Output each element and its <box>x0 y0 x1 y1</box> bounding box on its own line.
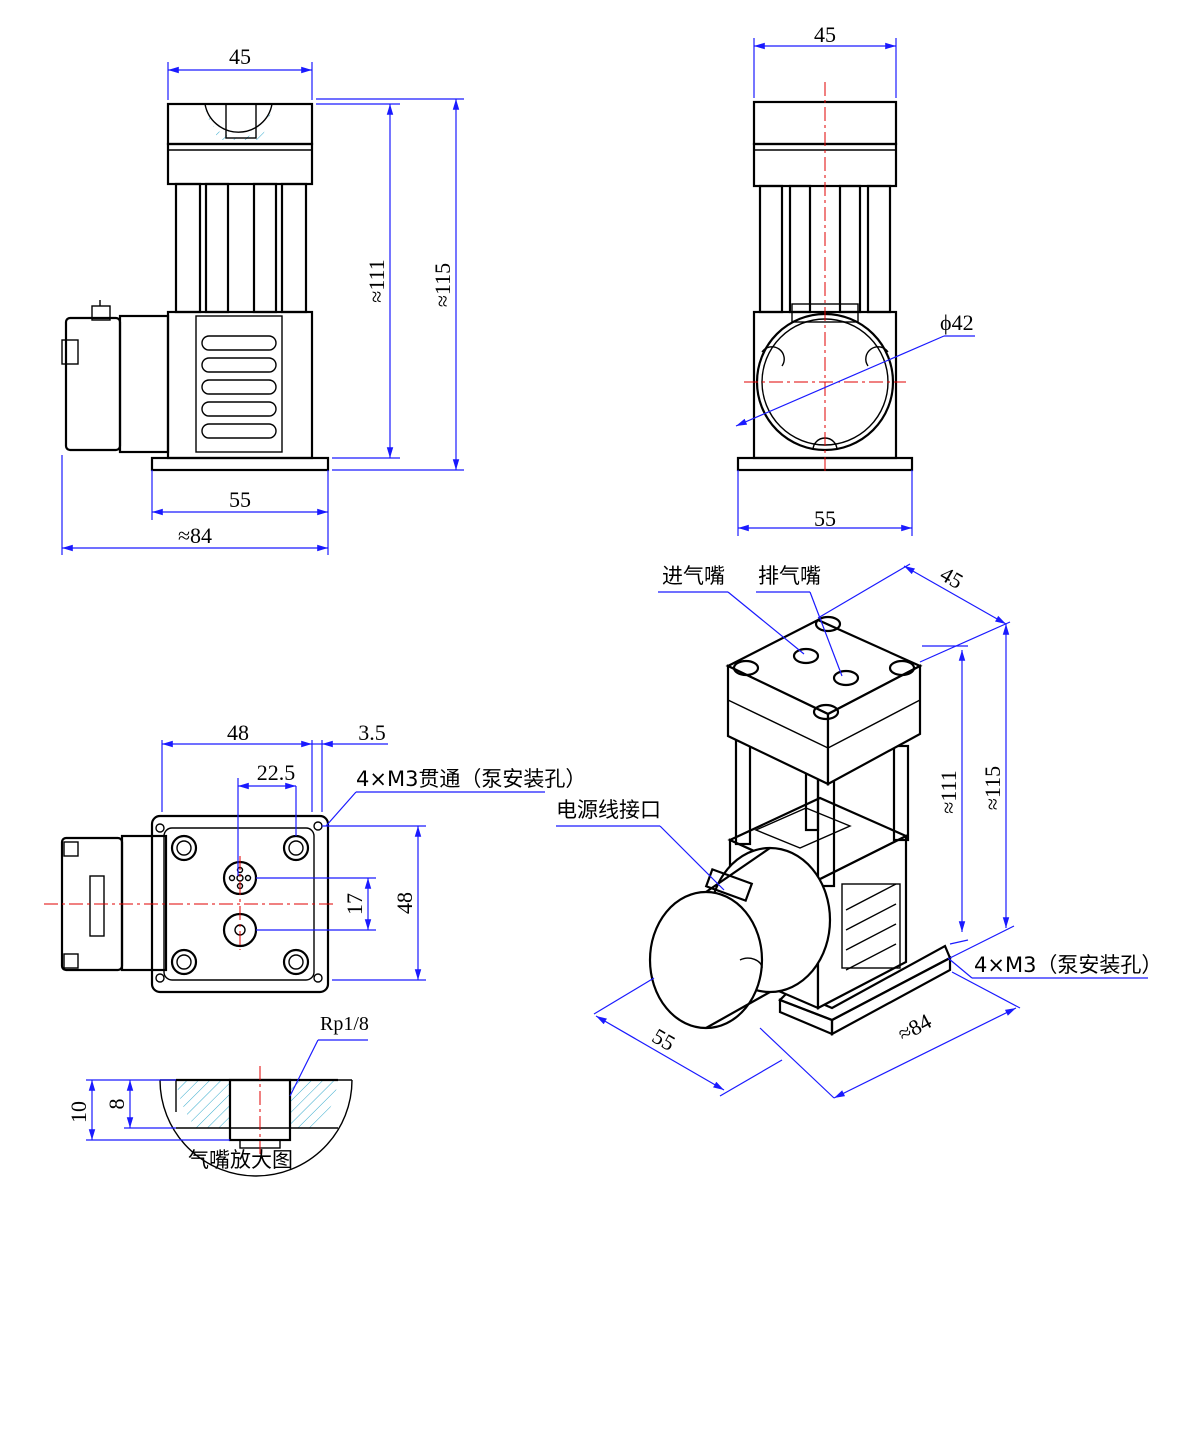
side-top-width: 45 <box>814 22 836 47</box>
bottom-hole-note: 4×M3贯通（泵安装孔） <box>356 767 586 791</box>
side-view: 45 ϕ42 55 <box>735 22 975 536</box>
front-top-width: 45 <box>229 44 251 69</box>
bottom-port-offset: 17 <box>342 893 367 915</box>
iso-mount-note: 4×M3（泵安装孔） <box>974 953 1162 977</box>
iso-inlet-label: 进气嘴 <box>662 564 725 588</box>
iso-outlet-label: 排气嘴 <box>758 564 821 588</box>
side-base-width: 55 <box>814 506 836 531</box>
front-height-body: ≈111 <box>364 259 389 302</box>
detail-depth-thread: 8 <box>104 1099 129 1110</box>
iso-base-depth: 55 <box>648 1023 680 1056</box>
bottom-hole-span: 48 <box>227 720 249 745</box>
detail-view: 气嘴放大图 10 8 Rp1/8 <box>66 1013 369 1177</box>
bottom-port-spacing: 22.5 <box>257 760 296 785</box>
iso-view: 进气嘴 排气嘴 电源线接口 45 ≈111 ≈115 4×M3（泵安装孔） 55… <box>556 561 1162 1099</box>
detail-title: 气嘴放大图 <box>188 1148 293 1172</box>
front-height-total: ≈115 <box>430 263 455 307</box>
side-motor-diameter: ϕ42 <box>940 310 974 335</box>
iso-height-total: ≈115 <box>980 766 1005 810</box>
iso-top-width: 45 <box>936 561 968 594</box>
front-overall-width: ≈84 <box>178 523 212 548</box>
bottom-edge-offset: 3.5 <box>358 720 386 745</box>
iso-height-body: ≈111 <box>936 770 961 813</box>
front-base-width: 55 <box>229 487 251 512</box>
iso-power-label: 电源线接口 <box>556 798 661 822</box>
iso-overall-length: ≈84 <box>894 1008 936 1046</box>
bottom-height: 48 <box>392 892 417 914</box>
front-view: 45 ≈111 ≈115 55 ≈84 <box>61 44 464 555</box>
bottom-view: 48 3.5 22.5 4×M3贯通（泵安装孔） 17 48 <box>44 720 586 994</box>
detail-thread: Rp1/8 <box>320 1013 369 1035</box>
detail-depth-total: 10 <box>66 1101 91 1123</box>
